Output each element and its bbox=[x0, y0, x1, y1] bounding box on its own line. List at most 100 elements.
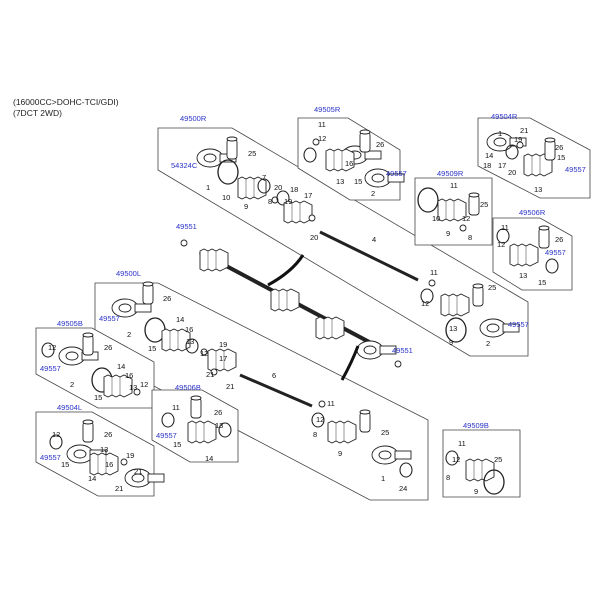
num-14-49506b: 14 bbox=[205, 454, 213, 463]
49506b-tube bbox=[190, 395, 202, 419]
49504l-boot bbox=[89, 452, 119, 476]
label-49505r[interactable]: 49505R bbox=[314, 105, 341, 114]
num-7: 7 bbox=[262, 173, 266, 182]
num-20: 20 bbox=[274, 183, 282, 192]
clip-11 bbox=[428, 279, 436, 287]
num-8-49509b: 8 bbox=[446, 473, 450, 482]
49504l-tube bbox=[82, 419, 94, 443]
num-19-49504l: 19 bbox=[126, 451, 134, 460]
num-25-main: 25 bbox=[488, 283, 496, 292]
49505b-tube bbox=[82, 332, 94, 356]
num-12-49509r: 12 bbox=[462, 214, 470, 223]
num-11-49500l: 11 bbox=[327, 399, 335, 408]
shaft-6 bbox=[239, 373, 313, 408]
num-9-49509b: 9 bbox=[474, 487, 478, 496]
num-2-main: 2 bbox=[486, 339, 490, 348]
label-49504l[interactable]: 49504L bbox=[57, 403, 82, 412]
label-49557-49505r[interactable]: 49557 bbox=[386, 169, 407, 178]
label-49557-49505b[interactable]: 49557 bbox=[40, 364, 61, 373]
main-outer-boot bbox=[199, 248, 229, 272]
num-26-49505b: 26 bbox=[104, 343, 112, 352]
label-49505b[interactable]: 49505B bbox=[57, 319, 83, 328]
num-16-49505b: 16 bbox=[125, 371, 133, 380]
49509b-boot bbox=[465, 458, 495, 482]
grease-tube-right bbox=[226, 136, 238, 160]
num-26-49504l: 26 bbox=[104, 430, 112, 439]
label-49557-49504l[interactable]: 49557 bbox=[40, 453, 61, 462]
label-49557-49506b[interactable]: 49557 bbox=[156, 431, 177, 440]
num-13-main: 13 bbox=[449, 324, 457, 333]
num-15-49505r: 15 bbox=[354, 177, 362, 186]
num-15-49504l: 15 bbox=[61, 460, 69, 469]
num-16-49505r: 16 bbox=[345, 159, 353, 168]
num-10-49509r: 10 bbox=[432, 214, 440, 223]
num-8-49509r: 8 bbox=[468, 233, 472, 242]
num-13-49505b: 13 bbox=[129, 383, 137, 392]
num-21-49504r: 21 bbox=[520, 126, 528, 135]
label-49551-lower[interactable]: 49551 bbox=[392, 346, 413, 355]
num-14-49505b: 14 bbox=[117, 362, 125, 371]
label-49504r[interactable]: 49504R bbox=[491, 112, 518, 121]
num-17-49504r: 17 bbox=[498, 161, 506, 170]
num-1: 1 bbox=[206, 183, 210, 192]
49506r-tube bbox=[538, 225, 550, 249]
num-25-49500l: 25 bbox=[381, 428, 389, 437]
label-49509b[interactable]: 49509B bbox=[463, 421, 489, 430]
num-26-49500l: 26 bbox=[163, 294, 171, 303]
grease-tube-left-inner bbox=[359, 409, 371, 433]
num-11-main: 11 bbox=[430, 268, 438, 277]
num-17: 17 bbox=[304, 191, 312, 200]
num-8-49500l: 8 bbox=[313, 430, 317, 439]
num-21-b-49504l: 21 bbox=[115, 484, 123, 493]
num-13-49505r: 13 bbox=[336, 177, 344, 186]
num-20-49504r: 20 bbox=[508, 168, 516, 177]
num-12-b-49505b: 12 bbox=[140, 380, 148, 389]
num-26-49504r: 26 bbox=[555, 143, 563, 152]
num-13-49504r: 13 bbox=[534, 185, 542, 194]
grease-tube-inner bbox=[472, 283, 484, 307]
num-15-49504r: 15 bbox=[557, 153, 565, 162]
num-6: 6 bbox=[272, 371, 276, 380]
num-26-49505r: 26 bbox=[376, 140, 384, 149]
assembly-arrow-lower bbox=[340, 345, 360, 381]
hub-nut-49551-lower bbox=[394, 360, 402, 368]
num-2-49500l: 2 bbox=[127, 330, 131, 339]
num-14-49500l: 14 bbox=[176, 315, 184, 324]
num-12-49500l-b: 12 bbox=[316, 415, 324, 424]
label-49557-49500l[interactable]: 49557 bbox=[99, 314, 120, 323]
num-12-49504l: 12 bbox=[52, 430, 60, 439]
num-9: 9 bbox=[244, 202, 248, 211]
num-11-49506b: 11 bbox=[172, 403, 180, 412]
49509r-clip bbox=[459, 224, 467, 232]
num-12-49509b: 12 bbox=[452, 455, 460, 464]
inner-boot-13 bbox=[440, 293, 470, 317]
num-13-49506b: 13 bbox=[215, 421, 223, 430]
num-25: 25 bbox=[248, 149, 256, 158]
num-14-49504l: 14 bbox=[88, 474, 96, 483]
49505r-tube bbox=[359, 129, 371, 153]
label-54324c[interactable]: 54324C bbox=[171, 161, 198, 170]
label-49506b[interactable]: 49506B bbox=[175, 383, 201, 392]
num-16-49500l: 16 bbox=[185, 325, 193, 334]
label-49500l[interactable]: 49500L bbox=[116, 269, 141, 278]
num-9-49509r: 9 bbox=[446, 229, 450, 238]
label-49500r[interactable]: 49500R bbox=[180, 114, 207, 123]
hub-nut-49551-upper bbox=[180, 239, 188, 247]
label-49557-49506r[interactable]: 49557 bbox=[545, 248, 566, 257]
num-21-49500l: 21 bbox=[206, 370, 214, 379]
main-inner-boot bbox=[315, 316, 345, 340]
num-24: 24 bbox=[399, 484, 407, 493]
label-49551-upper[interactable]: 49551 bbox=[176, 222, 197, 231]
num-1-49500l: 1 bbox=[381, 474, 385, 483]
label-49557-main[interactable]: 49557 bbox=[508, 320, 529, 329]
main-inner-cv-joint bbox=[356, 340, 397, 360]
label-49506r[interactable]: 49506R bbox=[519, 208, 546, 217]
clip-7 bbox=[318, 400, 326, 408]
num-20-b: 20 bbox=[310, 233, 318, 242]
label-49557-49504r[interactable]: 49557 bbox=[565, 165, 586, 174]
num-19: 19 bbox=[284, 197, 292, 206]
num-9-main: 9 bbox=[449, 338, 453, 347]
num-25-49509r: 25 bbox=[480, 200, 488, 209]
label-49509r[interactable]: 49509R bbox=[437, 169, 464, 178]
